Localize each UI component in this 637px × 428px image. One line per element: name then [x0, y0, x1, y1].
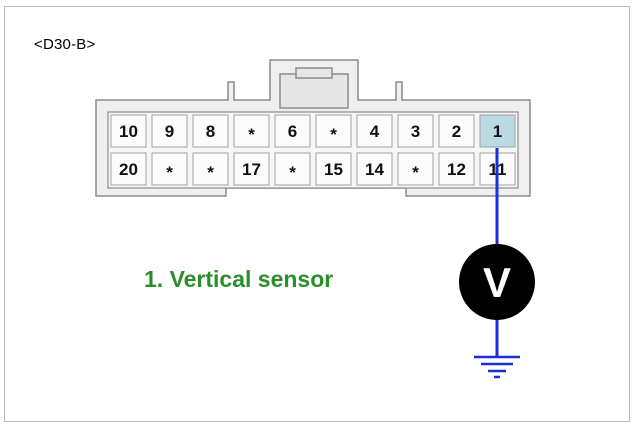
pin-cell [233, 114, 270, 148]
voltmeter-icon: V [459, 244, 535, 320]
pin-label: 3 [411, 122, 420, 141]
pin-label: 4 [370, 122, 380, 141]
pin-cell [274, 152, 311, 186]
pin-cell [274, 114, 311, 148]
pin-cell [315, 152, 352, 186]
pin-label: 14 [365, 160, 384, 179]
pin-cell [110, 114, 147, 148]
pin-label: * [330, 125, 337, 144]
pin-label: 9 [165, 122, 174, 141]
pin-label: * [207, 163, 214, 182]
connector-code: <D30-B> [34, 36, 96, 53]
pin-cell [192, 152, 229, 186]
pin-label: * [248, 125, 255, 144]
pin-cell [151, 114, 188, 148]
pin-label: 2 [452, 122, 461, 141]
meter-label: V [483, 259, 511, 306]
pin-cell [397, 114, 434, 148]
pin-cell [438, 152, 475, 186]
pin-label: 15 [324, 160, 343, 179]
pin-cell [315, 114, 352, 148]
pin-label: 12 [447, 160, 466, 179]
pin-cell [192, 114, 229, 148]
pin-label: * [289, 163, 296, 182]
pin-cell [397, 152, 434, 186]
caption: 1. Vertical sensor [144, 266, 334, 292]
pin-cell [151, 152, 188, 186]
pin-label: 17 [242, 160, 261, 179]
pin-label: * [166, 163, 173, 182]
pin-label: 6 [288, 122, 297, 141]
pin-label: 10 [119, 122, 138, 141]
pin-cell [233, 152, 270, 186]
pin-label: * [412, 163, 419, 182]
pin-label: 8 [206, 122, 215, 141]
pin-cell [356, 152, 393, 186]
ground-icon [474, 355, 520, 379]
pin-label: 20 [119, 160, 138, 179]
pin-label: 1 [493, 122, 502, 141]
pin-cell [438, 114, 475, 148]
pin-cell [110, 152, 147, 186]
pin-cell [479, 114, 516, 148]
pin-cell [356, 114, 393, 148]
